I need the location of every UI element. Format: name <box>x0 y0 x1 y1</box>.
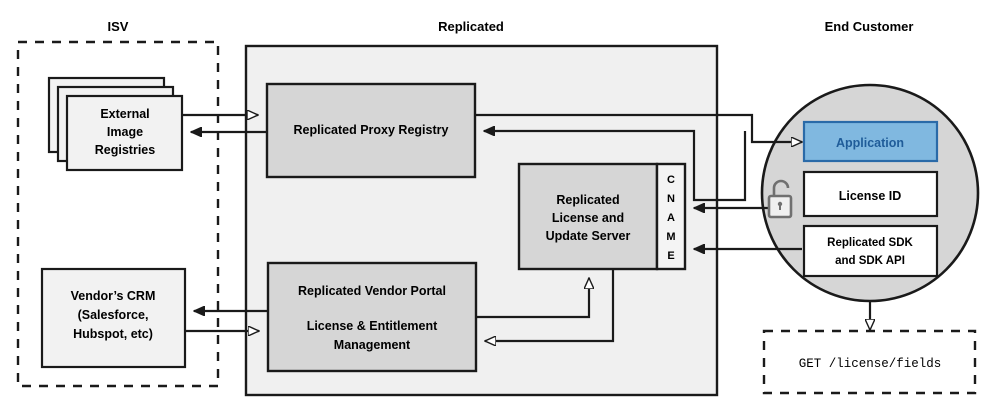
cname-char-2: A <box>667 212 675 224</box>
license-server-line2: License and <box>552 211 624 225</box>
api-call-box[interactable]: GET /license/fields <box>762 329 977 395</box>
registries-line2: Image <box>107 125 143 139</box>
replicated-sdk-box[interactable]: Replicated SDK and SDK API <box>802 224 939 278</box>
crm-line2: (Salesforce, <box>78 308 149 322</box>
cname-char-3: M <box>666 231 675 243</box>
replicated-license-update-server[interactable]: Replicated License and Update Server <box>517 162 659 271</box>
cname-char-4: E <box>667 250 674 262</box>
license-server-line1: Replicated <box>556 193 619 207</box>
title-replicated: Replicated <box>438 19 504 34</box>
sdk-line1: Replicated SDK <box>827 237 913 249</box>
registries-line1: External <box>100 107 149 121</box>
vendor-portal-line3: Management <box>334 338 411 352</box>
license-server-line3: Update Server <box>546 229 631 243</box>
cname-char-1: N <box>667 193 675 205</box>
vendor-portal-line1: Replicated Vendor Portal <box>298 284 446 298</box>
replicated-vendor-portal[interactable]: Replicated Vendor Portal License & Entit… <box>266 261 478 373</box>
cname-char-0: C <box>667 174 675 186</box>
title-end-customer: End Customer <box>825 19 914 34</box>
vendor-portal-line2: License & Entitlement <box>307 319 438 333</box>
cname-strip: C N A M E <box>655 162 687 271</box>
license-id-label: License ID <box>839 189 902 203</box>
api-call-label: GET /license/fields <box>799 357 942 371</box>
connector-license-server-to-portal <box>485 269 615 341</box>
external-image-registries[interactable]: External Image Registries <box>47 76 184 172</box>
crm-line1: Vendor’s CRM <box>71 289 156 303</box>
unlock-icon <box>767 179 793 219</box>
vendors-crm[interactable]: Vendor’s CRM (Salesforce, Hubspot, etc) <box>40 267 187 369</box>
application-label: Application <box>836 136 904 150</box>
connector-sdk-to-proxy <box>484 131 747 202</box>
sdk-line2: and SDK API <box>835 255 905 267</box>
crm-line3: Hubspot, etc) <box>73 327 153 341</box>
connector-proxy-to-application <box>475 113 802 142</box>
replicated-proxy-registry[interactable]: Replicated Proxy Registry <box>265 82 477 179</box>
proxy-registry-label: Replicated Proxy Registry <box>294 123 449 137</box>
connector-portal-to-license-server <box>476 278 589 319</box>
application-box[interactable]: Application <box>802 120 939 163</box>
connectors <box>182 115 870 341</box>
registries-line3: Registries <box>95 143 155 157</box>
title-isv: ISV <box>108 19 129 34</box>
license-id-box[interactable]: License ID <box>802 170 939 218</box>
